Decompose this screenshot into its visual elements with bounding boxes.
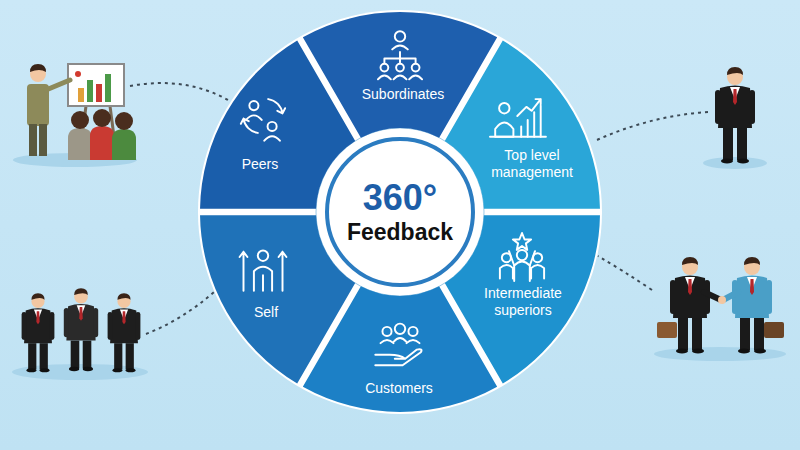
segment-shape (200, 12, 600, 412)
segment-shape (200, 12, 600, 412)
ring-segment: Peers (200, 12, 600, 412)
segment-label: Customers (365, 380, 433, 397)
segment-fill (303, 12, 497, 138)
team-figures (22, 288, 141, 372)
segment-text: Intermediate superiors (475, 285, 571, 319)
segment-label: Intermediate superiors (475, 285, 571, 319)
segment-label: Subordinates (362, 86, 445, 103)
leader-lines (130, 83, 708, 334)
segment-shape (200, 12, 600, 412)
center-number: 360° (363, 178, 437, 218)
manager-figure (715, 67, 755, 164)
ring-segment: Self (200, 12, 600, 412)
segment-fill (445, 215, 600, 383)
segment-fill (200, 215, 355, 383)
inner-ring (316, 128, 484, 296)
segment-fill (445, 40, 600, 208)
segment-shape (200, 12, 600, 412)
segment-label: Self (254, 304, 278, 321)
shadows (12, 153, 786, 380)
center-circle-shape (324, 136, 476, 288)
ring-segment: Customers (200, 12, 600, 412)
segment-icon (490, 99, 546, 137)
ring-segment: Top level management (200, 12, 600, 412)
segment-icon (378, 31, 422, 79)
ring-segment: Subordinates (200, 12, 600, 412)
center-title: Feedback (347, 218, 453, 246)
segment-text: Self (254, 304, 278, 321)
segment-fill (303, 286, 497, 412)
segment-label: Peers (242, 156, 279, 173)
segment-icon (241, 99, 285, 141)
ring-segment: Intermediate superiors (200, 12, 600, 412)
segment-text: Peers (242, 156, 279, 173)
handshake-figures (657, 257, 784, 354)
presenter-figure (27, 64, 136, 160)
segment-fill (200, 40, 355, 208)
segment-icon (375, 324, 421, 366)
segment-text: Customers (365, 380, 433, 397)
segment-label: Top level management (484, 147, 580, 181)
segment-text: Top level management (484, 147, 580, 181)
segment-icon (500, 233, 544, 281)
segment-icon (240, 251, 287, 291)
segment-shape (200, 12, 600, 412)
segment-shape (200, 12, 600, 412)
segment-text: Subordinates (362, 86, 445, 103)
center-circle: 360°Feedback (324, 136, 476, 288)
ring-ground (198, 10, 602, 414)
